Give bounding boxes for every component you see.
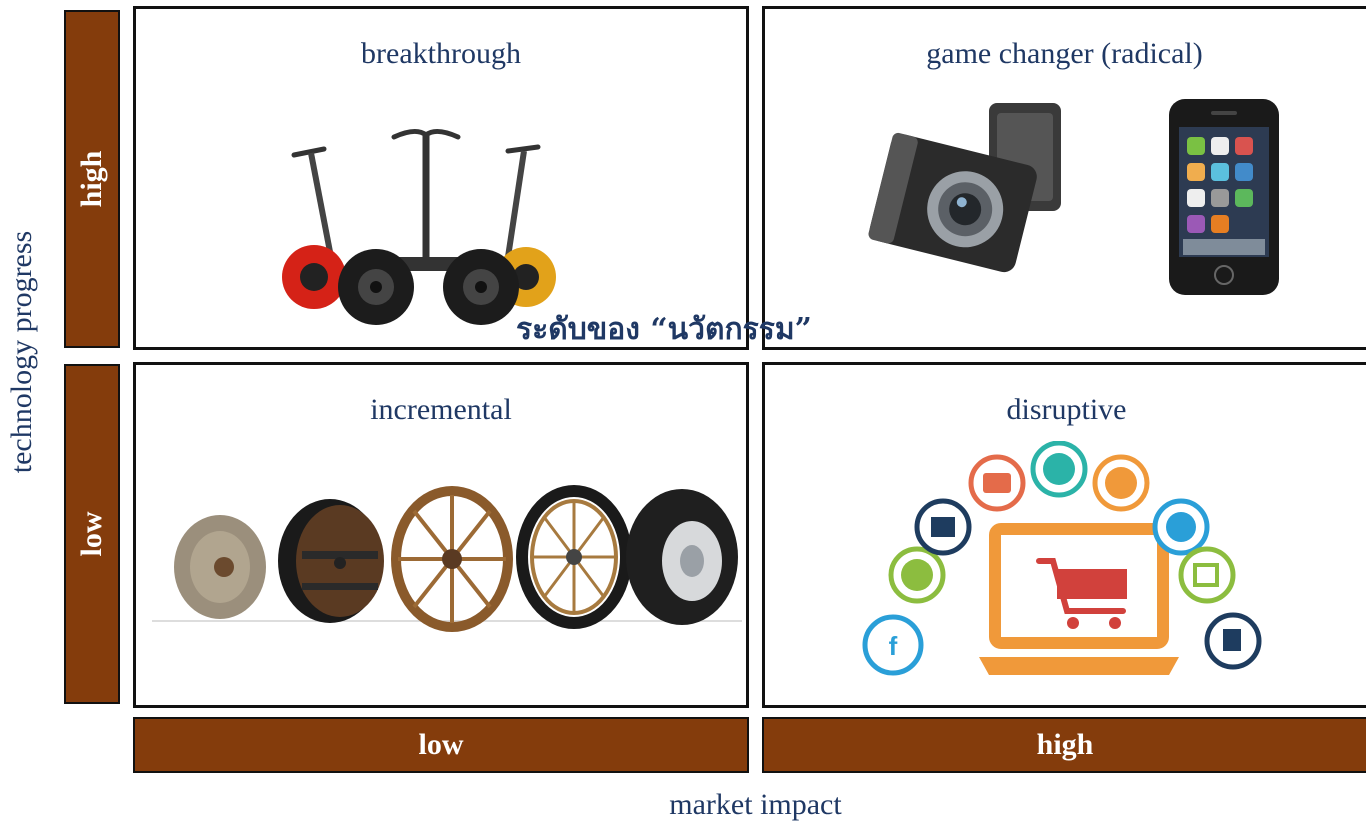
center-caption: ระดับของ “นวัตกรรม” [516, 312, 812, 347]
camera-icon [868, 103, 1061, 273]
modern-tire-icon [626, 489, 738, 625]
camera-illustration [868, 103, 1061, 273]
row-label-high: high [64, 10, 120, 348]
quadrant-breakthrough: breakthrough [133, 6, 749, 350]
store-icon [914, 498, 972, 556]
row-label-low-text: low [75, 511, 108, 557]
phone-icon [1169, 99, 1279, 295]
stone-wheel-icon [174, 515, 266, 619]
x-axis-title: market impact [669, 788, 842, 821]
col-label-high: high [762, 717, 1366, 773]
quadrant-game-changer: game changer (radical) [762, 6, 1366, 350]
svg-text:f: f [889, 631, 898, 661]
col-label-low: low [133, 717, 749, 773]
quadrant-title-incremental: incremental [370, 393, 512, 426]
speedometer-icon [888, 546, 946, 604]
wooden-plank-wheel-icon [278, 499, 384, 623]
ecommerce-illustration: f [862, 441, 1262, 676]
boxes-icon [1178, 546, 1236, 604]
credit-card-icon [968, 454, 1026, 512]
iphone-illustration [1169, 99, 1279, 295]
spoked-wooden-wheel-icon [391, 486, 513, 632]
segway-center-icon [338, 129, 519, 325]
quadrant-disruptive: disruptive f [762, 362, 1366, 708]
quadrant-title-game-changer: game changer (radical) [926, 37, 1203, 70]
currency-icon [1092, 454, 1150, 512]
social-icon: f [862, 614, 924, 676]
wheels-illustration [152, 485, 742, 632]
laptop-cart-icon [979, 523, 1179, 675]
y-axis-title-text: technology progress [5, 230, 38, 474]
segway-illustration [282, 129, 556, 325]
trolley-icon [1204, 612, 1262, 670]
row-label-low: low [64, 364, 120, 704]
support-agent-icon [1030, 441, 1088, 498]
quadrant-title-breakthrough: breakthrough [361, 37, 521, 70]
spoked-rubber-wheel-icon [516, 485, 632, 629]
row-label-high-text: high [75, 150, 108, 208]
segway-left-icon [282, 146, 346, 309]
pie-chart-icon [1152, 498, 1210, 556]
quadrant-incremental: incremental [133, 362, 749, 708]
quadrant-title-disruptive: disruptive [1006, 393, 1127, 426]
